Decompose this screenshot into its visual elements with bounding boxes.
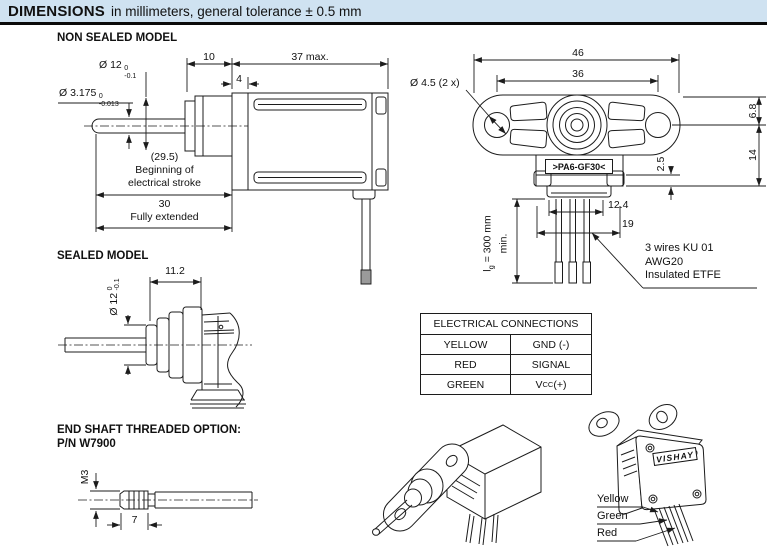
dim-label-7: 7 (131, 514, 138, 526)
iso-view-front (373, 425, 542, 545)
table-cell-signal: SIGNAL (511, 354, 591, 374)
iso-view-back (585, 399, 706, 546)
wire-label-green: Green (597, 510, 628, 522)
dim-label-dia45: Ø 4.5 (2 x) (410, 77, 460, 89)
page-title: DIMENSIONS (8, 2, 106, 20)
dim-label-68: 6.8 (747, 103, 759, 119)
tolerance-stack: 0-0.1 (106, 278, 122, 291)
material-marking-label: >PA6-GF30< (545, 159, 613, 174)
dim-label-37max: 37 max. (291, 51, 329, 63)
sealed-dimensions (124, 277, 201, 375)
dim-label-124: 12.4 (608, 199, 629, 211)
table-cell-signal: GND (-) (511, 334, 591, 354)
sealed-heading: SEALED MODEL (57, 250, 149, 262)
page-subtitle: in millimeters, general tolerance ± 0.5 … (111, 3, 362, 19)
table-cell-color: YELLOW (421, 334, 511, 354)
dim-label-19: 19 (622, 218, 634, 230)
wire-label-yellow: Yellow (597, 493, 629, 505)
dim-label-112: 11.2 (165, 265, 185, 277)
page-header-band: DIMENSIONS in millimeters, general toler… (0, 0, 767, 25)
non-sealed-dimensions (58, 58, 388, 232)
stroke-note: (29.5) Beginning of electrical stroke (128, 151, 201, 189)
wire-length-label: lg = 300 mm min. (481, 215, 510, 272)
dim-label-m3: M3 (79, 469, 91, 485)
non-sealed-heading: NON SEALED MODEL (57, 32, 178, 44)
table-cell-color: GREEN (421, 374, 511, 394)
wire-note: 3 wires KU 01 AWG20 Insulated ETFE (645, 242, 721, 281)
dim-label-46: 46 (572, 47, 584, 59)
tolerance-stack: 0-0.1 (124, 65, 137, 80)
fully-extended-note: Fully extended (130, 211, 199, 223)
electrical-connections-table: ELECTRICAL CONNECTIONS YELLOW GND (-) RE… (420, 313, 592, 395)
dim-label-36: 36 (572, 68, 584, 80)
threaded-shaft-view (78, 473, 258, 530)
dim-label-25: 2.5 (655, 156, 667, 172)
dim-label-4: 4 (236, 73, 242, 85)
sealed-side-view (58, 307, 252, 408)
table-title: ELECTRICAL CONNECTIONS (433, 318, 579, 330)
end-shaft-heading-line1: END SHAFT THREADED OPTION: (57, 424, 241, 436)
dim-label-10: 10 (203, 51, 215, 63)
front-view-dimensions (466, 54, 766, 288)
table-cell-color: RED (421, 354, 511, 374)
dim-label-14: 14 (747, 149, 759, 161)
dim-label-30: 30 (158, 198, 171, 210)
non-sealed-side-view (84, 93, 388, 284)
end-shaft-heading-line2: P/N W7900 (57, 438, 116, 450)
tolerance-stack: 0-0.013 (98, 93, 119, 108)
wire-label-red: Red (597, 527, 618, 539)
